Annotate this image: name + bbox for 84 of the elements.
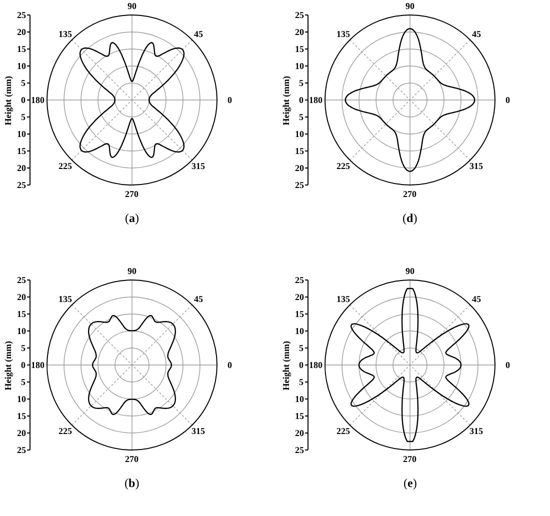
angle-label: 315 <box>191 161 205 172</box>
tick-label: 15 <box>17 309 26 319</box>
angle-label: 270 <box>403 189 416 199</box>
angle-label: 225 <box>336 426 350 436</box>
angle-label: 270 <box>125 454 138 464</box>
angle-label: 315 <box>469 161 483 172</box>
tick-label: 25 <box>295 10 304 20</box>
tick-label: 15 <box>17 411 26 421</box>
tick-label: 25 <box>17 275 26 285</box>
angle-label: 225 <box>58 426 72 436</box>
tick-label: 20 <box>295 163 304 173</box>
tick-label: 25 <box>17 10 26 20</box>
tick-label: 20 <box>17 292 26 302</box>
tick-label: 10 <box>17 61 26 71</box>
tick-label: 0 <box>299 95 304 105</box>
axis-title: Height (mm) <box>3 340 13 390</box>
tick-label: 0 <box>21 95 26 105</box>
angle-label: 0 <box>506 95 510 105</box>
angle-label: 180 <box>309 95 322 105</box>
angle-label: 0 <box>228 360 232 370</box>
tick-label: 5 <box>299 377 304 387</box>
tick-label: 20 <box>295 428 304 438</box>
tick-label: 5 <box>299 112 304 122</box>
angle-label: 135 <box>58 28 72 39</box>
angle-label: 0 <box>228 95 232 105</box>
panel-label: (e) <box>404 476 417 490</box>
angle-label: 135 <box>336 294 350 304</box>
tick-label: 15 <box>17 44 26 54</box>
panel-label: (d) <box>402 211 418 225</box>
tick-label: 10 <box>295 129 304 139</box>
angle-label: 90 <box>406 266 414 276</box>
tick-label: 20 <box>17 428 26 438</box>
panel-label: (a) <box>125 211 139 225</box>
tick-label: 0 <box>21 360 26 370</box>
tick-label: 10 <box>295 61 304 71</box>
angle-label: 315 <box>469 426 483 436</box>
tick-label: 20 <box>295 292 304 302</box>
angle-label: 45 <box>472 294 481 304</box>
tick-label: 25 <box>17 180 26 190</box>
tick-label: 10 <box>295 394 304 404</box>
angle-label: 0 <box>506 360 510 370</box>
tick-label: 15 <box>295 309 304 319</box>
panel-label: (b) <box>124 476 140 490</box>
tick-label: 15 <box>17 146 26 156</box>
angle-label: 270 <box>403 454 416 464</box>
axis-title: Height (mm) <box>281 340 291 390</box>
tick-label: 25 <box>295 445 304 455</box>
angle-label: 180 <box>31 360 44 370</box>
angle-label: 225 <box>58 161 72 172</box>
tick-label: 20 <box>17 27 26 37</box>
angle-label: 270 <box>125 189 138 199</box>
tick-label: 10 <box>295 326 304 336</box>
angle-label: 135 <box>336 28 350 39</box>
axis-title: Height (mm) <box>3 76 13 125</box>
tick-label: 5 <box>299 343 304 353</box>
angle-label: 45 <box>472 28 481 39</box>
tick-label: 25 <box>17 445 26 455</box>
angle-label: 90 <box>128 1 136 11</box>
angle-label: 90 <box>128 266 136 276</box>
angle-label: 45 <box>194 294 203 304</box>
tick-label: 15 <box>295 146 304 156</box>
tick-label: 10 <box>17 326 26 336</box>
tick-label: 10 <box>17 129 26 139</box>
tick-label: 0 <box>299 360 304 370</box>
tick-label: 10 <box>17 394 26 404</box>
tick-label: 5 <box>21 78 26 88</box>
tick-label: 25 <box>295 180 304 190</box>
tick-label: 5 <box>21 112 26 122</box>
angle-label: 180 <box>31 95 44 105</box>
tick-label: 15 <box>295 411 304 421</box>
angle-label: 315 <box>191 426 205 436</box>
tick-label: 25 <box>295 275 304 285</box>
angle-label: 45 <box>194 28 203 39</box>
tick-label: 5 <box>21 343 26 353</box>
angle-label: 225 <box>336 161 350 172</box>
axis-title: Height (mm) <box>281 76 291 125</box>
tick-label: 5 <box>21 377 26 387</box>
tick-label: 20 <box>295 27 304 37</box>
tick-label: 15 <box>295 44 304 54</box>
angle-label: 180 <box>309 360 322 370</box>
tick-label: 20 <box>17 163 26 173</box>
angle-label: 90 <box>406 1 414 11</box>
angle-label: 135 <box>58 294 72 304</box>
tick-label: 5 <box>299 78 304 88</box>
